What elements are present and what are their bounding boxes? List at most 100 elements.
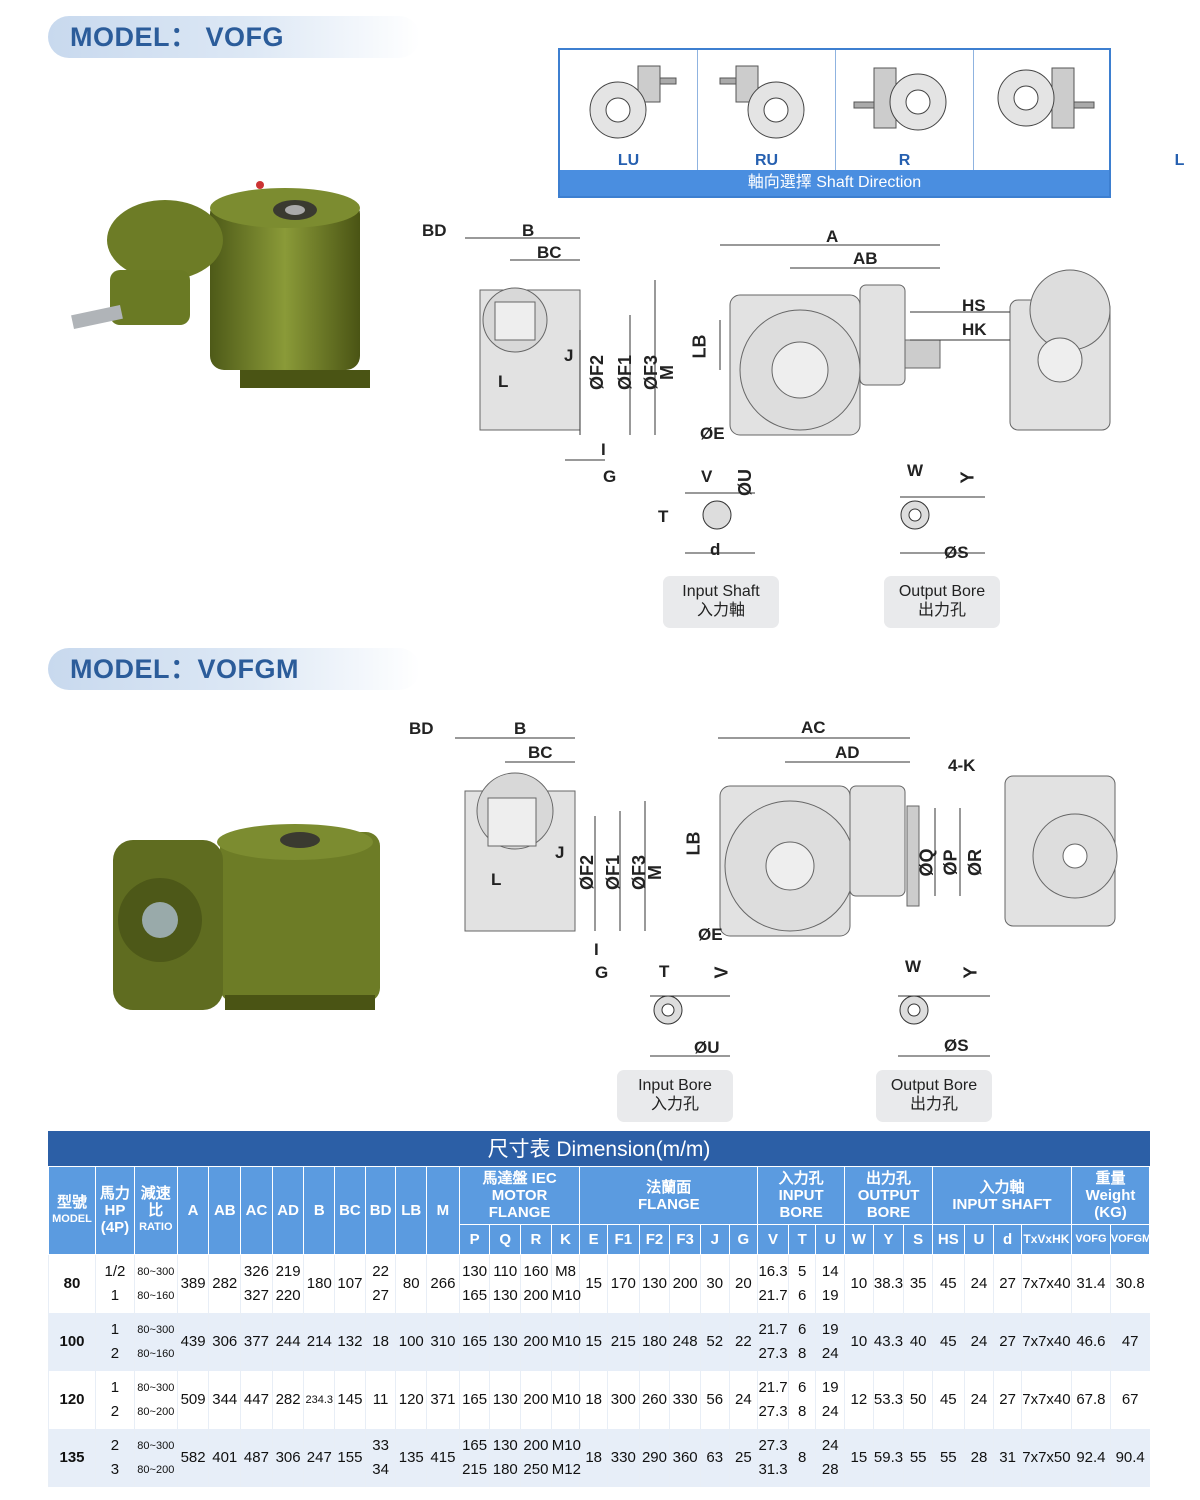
cell-vofgm: 67 — [1109, 1370, 1150, 1429]
cell-e: 18 — [579, 1428, 608, 1487]
caption-zh: 出力孔 — [909, 1096, 958, 1113]
cell-ac: 487 — [240, 1428, 273, 1487]
cell-bd: 18 — [364, 1312, 396, 1371]
cell-m: 310 — [426, 1312, 460, 1371]
caption-zh: 入力孔 — [650, 1096, 699, 1113]
output-bore-caption: Output Bore 出力孔 — [876, 1070, 992, 1122]
cell-f2: 260 — [638, 1370, 670, 1429]
th-text: MOTOR FLANGE — [488, 1187, 551, 1221]
cell-vofgm: 47 — [1109, 1312, 1150, 1371]
cell-value: 80~300 — [137, 1265, 175, 1278]
cell-ac: 377 — [240, 1312, 273, 1371]
cell-value: 6 — [798, 1378, 807, 1396]
th-text: (KG) — [1094, 1204, 1127, 1221]
cell-value: 19 — [821, 1286, 839, 1304]
cell-value: M8 — [555, 1262, 576, 1280]
cell-j: 30 — [699, 1254, 730, 1313]
th-text: INPUT SHAFT — [952, 1195, 1052, 1213]
dim-ad: AD — [835, 743, 860, 762]
caption-en: Output Bore — [898, 583, 986, 600]
th-sub: Y — [872, 1224, 905, 1255]
cell-value: 31.3 — [758, 1460, 788, 1478]
cell-value: 1 — [110, 1320, 120, 1338]
cell-value: 6 — [798, 1286, 807, 1304]
cell-value: 2 — [110, 1436, 120, 1454]
model-title-vofg: MODEL： VOFG — [48, 16, 420, 58]
dim-ac: AC — [801, 718, 826, 737]
th-text: 馬力 — [99, 1185, 130, 1202]
bore-detail-drawing — [650, 995, 990, 1057]
th-ac: AC — [240, 1166, 273, 1255]
th-sub: W — [844, 1224, 874, 1255]
cell-g: 25 — [728, 1428, 758, 1487]
cell-j: 63 — [699, 1428, 730, 1487]
th-text: 重量 — [1095, 1170, 1126, 1187]
cell-value: 180 — [492, 1460, 518, 1478]
cell-bc: 155 — [334, 1428, 366, 1487]
cell-a: 582 — [176, 1428, 209, 1487]
cell-bd: 11 — [364, 1370, 396, 1429]
cell-vofg: 67.8 — [1071, 1370, 1111, 1429]
th-ad: AD — [271, 1166, 305, 1255]
th-m: M — [426, 1166, 460, 1255]
dim-f2: ØF2 — [577, 854, 598, 891]
cell-m: 266 — [426, 1254, 460, 1313]
cell-f2: 180 — [638, 1312, 670, 1371]
cell-y: 43.3 — [872, 1312, 904, 1371]
cell-lb: 120 — [395, 1370, 427, 1429]
dim-i: I — [594, 940, 599, 959]
th-text: OUTPUT BORE — [857, 1187, 920, 1221]
cell-s: 50 — [903, 1370, 933, 1429]
th-sub: G — [728, 1224, 759, 1255]
cell-value: 110 — [493, 1262, 518, 1280]
cell-bc: 132 — [334, 1312, 366, 1371]
dim-f2: ØF2 — [587, 354, 608, 391]
cell-value: 1 — [110, 1378, 120, 1396]
cell-s: 55 — [903, 1428, 933, 1487]
dim-f1: ØF1 — [603, 854, 624, 891]
cell-a: 439 — [176, 1312, 209, 1371]
cell-value: 80~300 — [137, 1381, 175, 1394]
cell-f3: 248 — [669, 1312, 701, 1371]
cell-w: 15 — [844, 1428, 874, 1487]
dim-bc: BC — [537, 243, 562, 262]
cell-value: 24 — [821, 1344, 839, 1362]
caption-zh: 入力軸 — [696, 602, 745, 619]
cell-value: 2 — [110, 1344, 120, 1362]
cell-f1: 215 — [606, 1312, 640, 1371]
th-text: 入力軸 — [979, 1178, 1025, 1196]
dim-t: T — [658, 507, 669, 526]
dim-e: ØE — [698, 925, 723, 944]
cell-value: 19 — [821, 1320, 839, 1338]
cell-tvhk: 7x7x50 — [1020, 1428, 1072, 1487]
cell-model: 135 — [47, 1428, 96, 1487]
cell-r: 200 — [520, 1312, 552, 1371]
caption-en: Output Bore — [890, 1077, 978, 1094]
dim-lb: LB — [689, 334, 710, 359]
cell-model: 120 — [47, 1370, 96, 1429]
cell-value: 33 — [372, 1436, 389, 1454]
cell-u2: 24 — [963, 1312, 994, 1371]
dim-u: ØU — [694, 1038, 720, 1057]
cell-vofgm: 90.4 — [1109, 1428, 1150, 1487]
